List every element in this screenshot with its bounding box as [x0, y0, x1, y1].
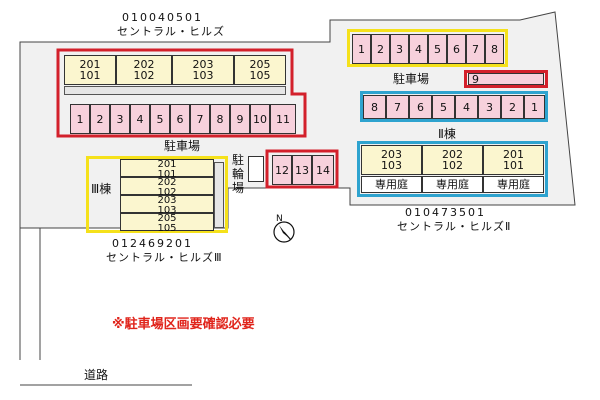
building-three-unit: 205 105 [120, 213, 214, 234]
unit-upper-number: 201 [79, 58, 101, 71]
unit-lower-number: 101 [79, 69, 101, 82]
compass-icon [273, 221, 295, 243]
parking-notice: ※駐車場区画要確認必要 [112, 317, 255, 332]
private-yard: 専用庭 [361, 176, 422, 193]
parking-space: 2 [371, 34, 390, 64]
extra-parking-outline [265, 149, 339, 189]
building-three-unit: 202 102 [120, 177, 214, 198]
unit-upper-number: 205 [249, 58, 271, 71]
parking-space: 9 [468, 73, 544, 86]
unit-lower-number: 102 [133, 69, 155, 82]
address-name-third: セントラル・ヒルズⅢ [106, 251, 223, 264]
unit-lower-number: 105 [157, 223, 177, 234]
main-parking-label: 駐車場 [164, 139, 201, 153]
address-name-main: セントラル・ヒルズ [117, 25, 225, 38]
main-building-unit: 203 103 [172, 55, 234, 85]
unit-upper-number: 203 [157, 195, 177, 206]
parking-space: 3 [478, 95, 501, 119]
parking-space: 3 [390, 34, 409, 64]
unit-upper-number: 203 [192, 58, 214, 71]
parking-space: 7 [386, 95, 409, 119]
unit-lower-number: 103 [157, 205, 177, 216]
parking-space: 5 [428, 34, 447, 64]
unit-upper-number: 201 [157, 159, 177, 170]
parking-space: 12 [272, 155, 292, 185]
parking-space: 5 [150, 104, 170, 134]
building-two-unit: 203 103 [361, 145, 422, 175]
parking-space: 2 [90, 104, 110, 134]
parking-space: 8 [210, 104, 230, 134]
building-two-label: Ⅱ棟 [438, 127, 456, 141]
parking-space: 4 [409, 34, 428, 64]
parking-space: 10 [250, 104, 270, 134]
unit-upper-number: 205 [157, 213, 177, 224]
unit-lower-number: 103 [381, 159, 402, 172]
parking-space: 3 [110, 104, 130, 134]
road-label: 道路 [84, 368, 109, 382]
parking-space: 4 [455, 95, 478, 119]
address-name-second: セントラル・ヒルズⅡ [397, 220, 512, 233]
parking-space: 6 [170, 104, 190, 134]
compass-north-label: N [276, 214, 283, 224]
parking-space: 9 [230, 104, 250, 134]
parking-space: 5 [432, 95, 455, 119]
building-two-unit: 202 102 [422, 145, 483, 175]
address-code-main: 010040501 [122, 11, 203, 24]
parking-space: 1 [352, 34, 371, 64]
private-yard: 専用庭 [483, 176, 544, 193]
address-code-second: 010473501 [405, 206, 486, 219]
main-building-unit: 205 105 [234, 55, 286, 85]
private-yard: 専用庭 [422, 176, 483, 193]
parking-space: 6 [447, 34, 466, 64]
main-parking-outline [56, 48, 307, 138]
parking-two-label: 駐車場 [393, 72, 430, 86]
unit-upper-number: 201 [503, 148, 524, 161]
parking-space: 8 [485, 34, 504, 64]
parking-space: 1 [70, 104, 90, 134]
unit-lower-number: 103 [192, 69, 214, 82]
unit-upper-number: 203 [381, 148, 402, 161]
unit-upper-number: 202 [442, 148, 463, 161]
parking-space: 1 [524, 95, 545, 119]
parking-space: 8 [363, 95, 386, 119]
unit-upper-number: 202 [133, 58, 155, 71]
address-code-third: 012469201 [112, 237, 193, 250]
parking-space: 11 [270, 104, 296, 134]
parking-space: 7 [466, 34, 485, 64]
parking-space: 2 [501, 95, 524, 119]
main-building-unit: 201 101 [64, 55, 116, 85]
building-three-unit: 203 103 [120, 195, 214, 216]
parking-space: 4 [130, 104, 150, 134]
bike-parking-label: 駐 輪 場 [232, 153, 245, 195]
unit-lower-number: 105 [249, 69, 271, 82]
unit-lower-number: 101 [503, 159, 524, 172]
building-two-unit: 201 101 [483, 145, 544, 175]
parking-space: 13 [292, 155, 312, 185]
unit-lower-number: 102 [442, 159, 463, 172]
parking-space: 7 [190, 104, 210, 134]
building-three-label: Ⅲ棟 [91, 182, 112, 196]
unit-upper-number: 202 [157, 177, 177, 188]
building-three-unit: 201 101 [120, 159, 214, 180]
unit-lower-number: 102 [157, 187, 177, 198]
main-building-unit: 202 102 [116, 55, 172, 85]
parking-space: 6 [409, 95, 432, 119]
parking-space: 14 [312, 155, 334, 185]
unit-lower-number: 101 [157, 169, 177, 180]
